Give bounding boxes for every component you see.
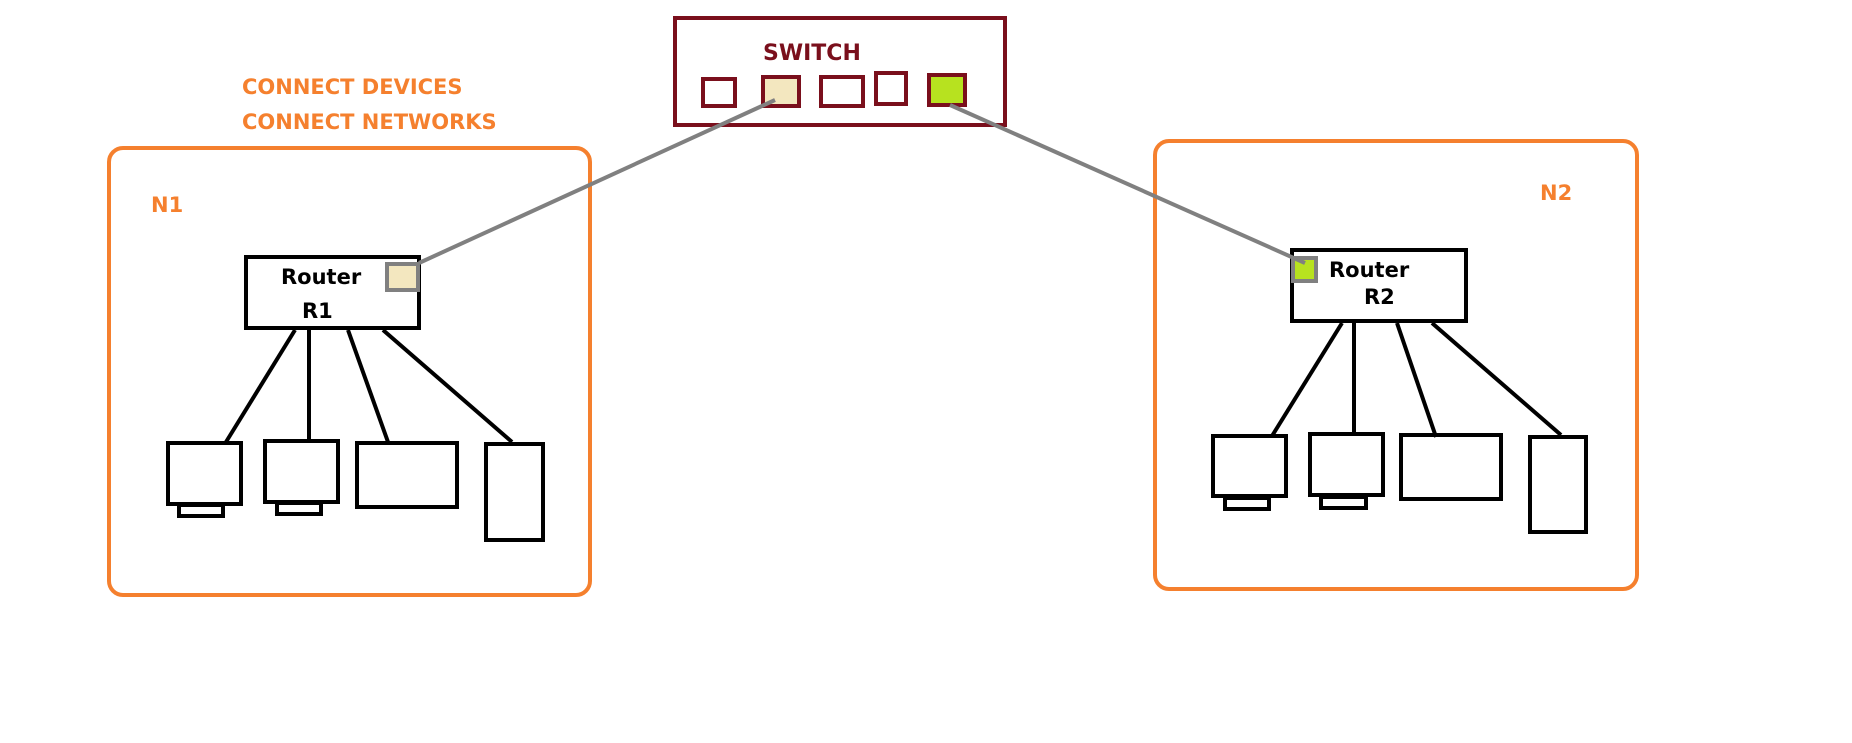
device-3: [355, 441, 459, 509]
link-r1-device-1: [224, 328, 297, 444]
monitor: [166, 441, 243, 506]
switch-box: [673, 16, 1007, 127]
switch-port-1: [701, 77, 737, 108]
link-r2-device-1: [1270, 321, 1344, 438]
network-n1: N1 Router R1: [107, 146, 592, 597]
monitor-stand: [177, 503, 225, 518]
network-n2: N2 Router R2: [1153, 139, 1639, 591]
device-4: [484, 442, 545, 542]
computer-2: [1308, 432, 1385, 510]
network-n1-label: N1: [151, 193, 183, 217]
annotation-connect-networks: CONNECT NETWORKS: [242, 110, 497, 134]
router-r1-name: R1: [302, 299, 333, 323]
monitor: [1211, 434, 1288, 498]
device-3: [1399, 433, 1503, 501]
switch-port-3: [819, 75, 865, 108]
router-r1-label: Router: [281, 265, 362, 289]
switch-port-4: [874, 71, 908, 106]
network-n2-label: N2: [1540, 181, 1572, 205]
annotation-connect-devices: CONNECT DEVICES: [242, 75, 463, 99]
computer-2: [263, 439, 340, 516]
network-n1-boundary: [107, 146, 592, 597]
link-r1-device-4: [381, 328, 514, 444]
router-r2-name: R2: [1364, 285, 1395, 309]
computer-1: [1211, 434, 1288, 511]
network-n2-boundary: [1153, 139, 1639, 591]
monitor-stand: [1319, 495, 1368, 510]
link-r2-device-3: [1395, 322, 1438, 438]
switch-port-5: [927, 73, 967, 107]
link-r1-device-3: [346, 329, 390, 443]
device-4: [1528, 435, 1588, 534]
switch: SWITCH: [673, 16, 1007, 127]
router-r2: [1290, 248, 1468, 323]
uplink-switch-r1: [418, 98, 776, 265]
monitor: [263, 439, 340, 504]
switch-label: SWITCH: [763, 41, 861, 66]
router-r2-port: [1291, 256, 1318, 283]
computer-1: [166, 441, 243, 518]
monitor-stand: [275, 501, 323, 516]
monitor-stand: [1223, 496, 1271, 511]
link-r2-device-4: [1430, 321, 1563, 437]
monitor: [1308, 432, 1385, 497]
router-r2-label: Router: [1329, 258, 1410, 282]
uplink-switch-r2: [949, 103, 1306, 265]
router-r1-port: [385, 262, 420, 292]
